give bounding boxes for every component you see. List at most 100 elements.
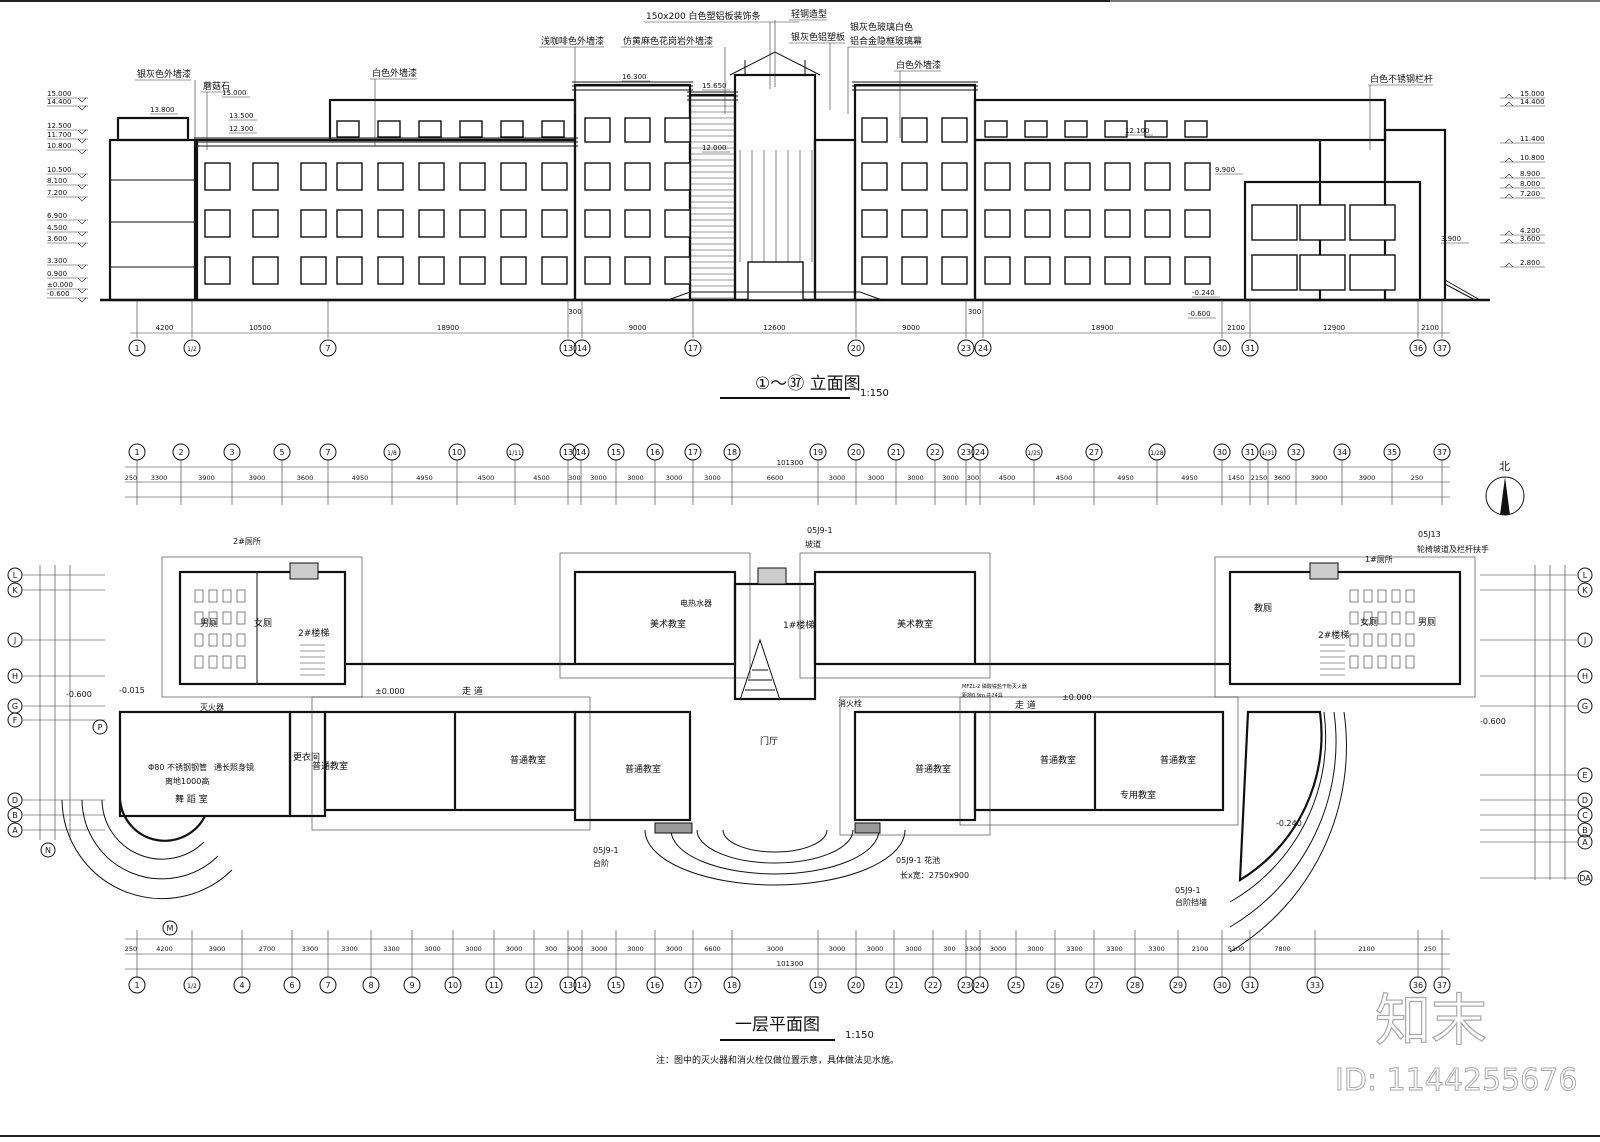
material-label: 150x200 白色塑铝板装饰条 — [646, 10, 761, 22]
toilet-fixture — [208, 655, 218, 669]
axis-label: H — [1582, 672, 1588, 681]
dimension-text: 3000 — [424, 945, 441, 953]
axis-circle — [273, 443, 291, 461]
watermark-logo: 知末 — [1375, 989, 1487, 1054]
axis-bubble: L — [7, 567, 23, 583]
dimension-text: 9000 — [902, 324, 920, 332]
axis-label: L — [13, 571, 18, 580]
axis-circle — [1409, 339, 1427, 357]
axis-bubble: 23 — [957, 443, 975, 461]
axis-label: 17 — [688, 344, 698, 353]
window — [300, 209, 327, 238]
axis-bubble: P — [92, 719, 108, 735]
dimension-text: 3000 — [867, 945, 884, 953]
dimension-text: 1450 — [1228, 474, 1245, 482]
axis-label: 20 — [851, 981, 861, 990]
level-symbol — [1500, 262, 1545, 268]
window — [664, 209, 691, 238]
axis-bubble: 7 — [319, 443, 337, 461]
window — [418, 120, 442, 138]
stair-1 — [739, 638, 781, 701]
level-symbol — [1500, 101, 1545, 107]
axis-label: G — [12, 702, 18, 711]
axis-circle — [847, 976, 865, 994]
window — [624, 209, 651, 238]
window — [1184, 256, 1211, 285]
curved-wall — [81, 799, 219, 880]
level-mark: 15.000 — [47, 90, 72, 98]
axis-circle — [128, 976, 146, 994]
axis-circle — [92, 719, 108, 735]
plan-scale: 1:150 — [845, 1030, 874, 1041]
room-label: 专用教室 — [1120, 789, 1156, 801]
axis-label: 31 — [1245, 981, 1255, 990]
axis-circle — [7, 567, 23, 583]
toilet-fixture — [1377, 589, 1387, 603]
axis-circle — [1046, 976, 1064, 994]
dimension-text: 3300 — [302, 945, 319, 953]
room-label: 男厕 — [1418, 617, 1436, 628]
window — [300, 256, 327, 285]
axis-circle — [1085, 976, 1103, 994]
dimension-text: 300 — [545, 945, 557, 953]
room-label: 普通教室 — [1160, 754, 1196, 766]
dimension-text: 3000 — [868, 474, 885, 482]
axis-circle — [1577, 567, 1593, 583]
room-label: 美术教室 — [650, 618, 686, 630]
room-label: 普通教室 — [1040, 754, 1076, 766]
axis-bubble: 19 — [809, 976, 827, 994]
toilet-fixture — [194, 633, 204, 647]
dimension-text: 3900 — [198, 474, 215, 482]
axis-circle — [1169, 976, 1187, 994]
material-label: 轻钢造型 — [791, 8, 827, 20]
axis-bubble: 31 — [1241, 339, 1259, 357]
axis-label: 25 — [1011, 981, 1021, 990]
window — [1349, 254, 1396, 291]
axis-bubble: 10 — [448, 443, 466, 461]
axis-label: 4 — [239, 981, 244, 990]
facade-block — [973, 98, 1387, 142]
axis-bubble: 1 — [128, 443, 146, 461]
axis-circle — [183, 976, 201, 994]
annotation: 1#厕所 — [1365, 554, 1393, 564]
level-symbol — [47, 149, 88, 155]
dimension-text: 3000 — [704, 474, 721, 482]
north-arrow: 北 — [1485, 460, 1525, 516]
axis-bubble: H — [7, 668, 23, 684]
axis-bubble: DA — [1577, 870, 1593, 886]
axis-bubble: 32 — [1287, 443, 1305, 461]
axis-bubble: 37 — [1433, 339, 1451, 357]
ramp-arc — [1229, 711, 1347, 953]
axis-label: B — [1582, 826, 1588, 835]
window — [941, 162, 968, 191]
material-label: 仿黄麻色花岗岩外墙漆 — [623, 35, 713, 47]
dimension-text: 4950 — [1117, 474, 1134, 482]
level-mark: 13.500 — [229, 112, 254, 120]
axis-circle — [1085, 443, 1103, 461]
level-mark: 3.600 — [47, 235, 67, 243]
overall-dimension: 101300 — [777, 459, 804, 467]
annotation: 05J9-1 — [593, 846, 619, 855]
level-mark: 3.900 — [1441, 235, 1461, 243]
axis-bubble: 15 — [607, 976, 625, 994]
axis-bubble: 34 — [1333, 443, 1351, 461]
axis-bubble: K — [7, 582, 23, 598]
toilet-fixture — [1405, 611, 1415, 625]
window — [941, 209, 968, 238]
toilet-fixture — [222, 655, 232, 669]
window — [664, 117, 691, 143]
window — [624, 162, 651, 191]
material-label: 银灰色玻璃白色 — [850, 21, 913, 33]
axis-bubble: N — [40, 842, 56, 858]
dimension-text: 3000 — [990, 945, 1007, 953]
axis-label: 18 — [727, 448, 737, 457]
entrance-step-arc — [696, 829, 854, 864]
window — [984, 120, 1008, 138]
window — [1024, 162, 1051, 191]
axis-circle — [223, 443, 241, 461]
window — [1064, 209, 1091, 238]
axis-label: 1/28 — [1150, 450, 1164, 457]
plan-walls — [61, 552, 1476, 953]
axis-circle — [1025, 443, 1043, 461]
